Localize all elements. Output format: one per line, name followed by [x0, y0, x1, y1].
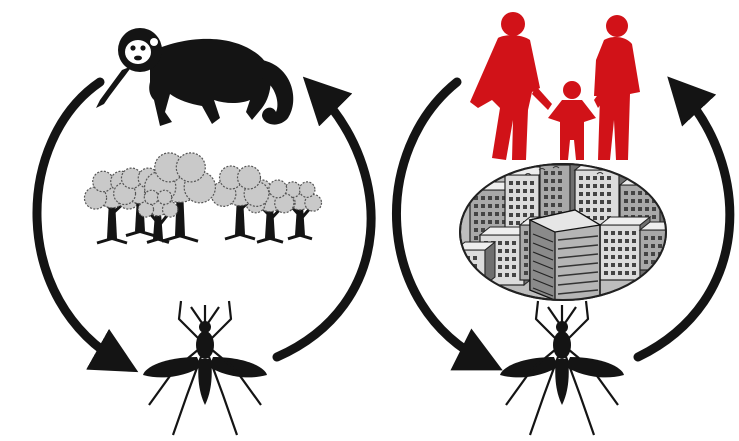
- arrow-mosquito-to-monkey: [277, 90, 371, 357]
- monkey-icon: [96, 28, 293, 126]
- mosquito-icon: [143, 301, 267, 435]
- tree-icon: [138, 190, 177, 242]
- tree-icon: [211, 166, 269, 239]
- building-icon: [640, 222, 684, 270]
- human-family-icon: [470, 12, 640, 160]
- tower-building-icon: [530, 210, 600, 300]
- city-icon: [455, 157, 684, 300]
- forest-icon: [84, 153, 321, 243]
- mosquito-icon: [500, 301, 624, 435]
